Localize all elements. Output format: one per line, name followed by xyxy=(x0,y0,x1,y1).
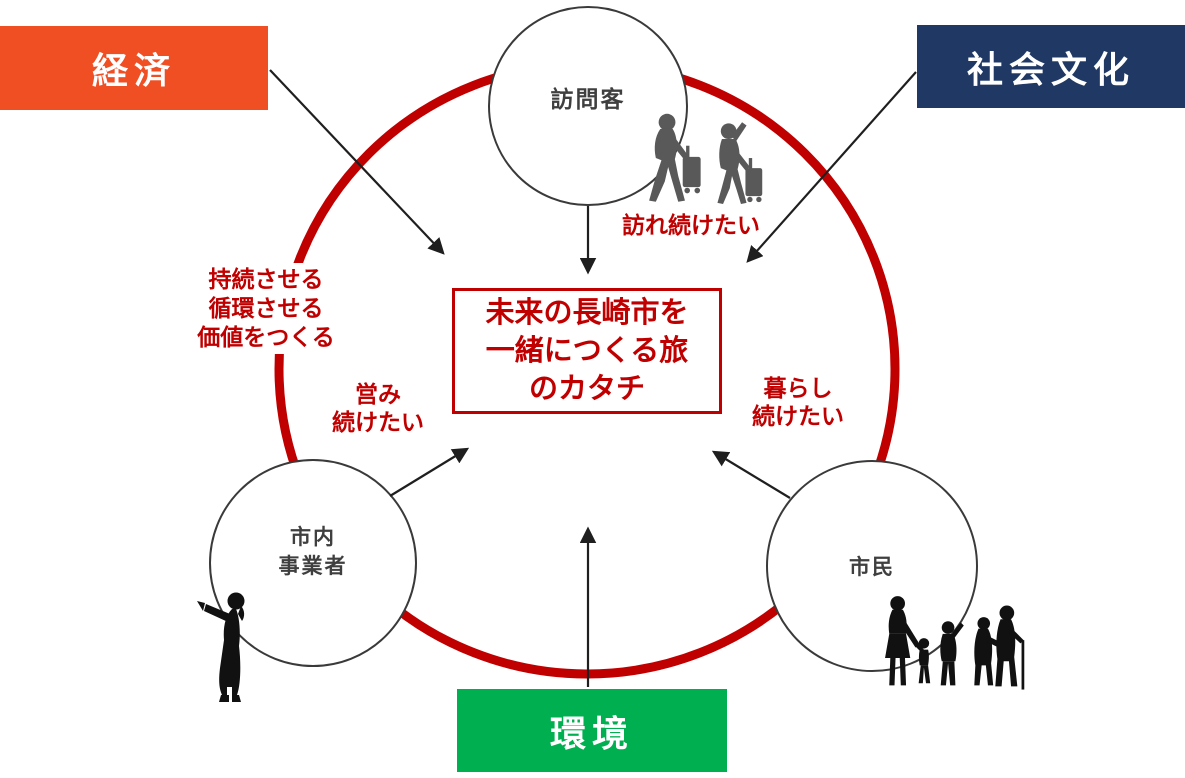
business-woman-icon xyxy=(197,592,245,702)
economy-box: 経済 xyxy=(0,26,268,110)
citizens-wish: 暮らし 続けたい xyxy=(698,374,898,430)
environment-label: 環境 xyxy=(549,712,634,754)
arrow-businesses-to-center xyxy=(389,447,470,497)
economy-label: 経済 xyxy=(91,50,176,91)
visitors-label: 訪問客 xyxy=(550,86,626,112)
arrow-social-culture-to-center xyxy=(746,71,917,263)
businesses-wish-line: 営み xyxy=(355,381,401,407)
center-message-line: 一緒につくる旅 xyxy=(485,335,689,367)
center-message-box: 未来の長崎市を 一緒につくる旅 のカタチ xyxy=(452,288,722,414)
center-message-line: のカタチ xyxy=(528,373,645,405)
businesses-wish-line: 続けたい xyxy=(332,409,424,435)
businesses-wish: 営み 続けたい xyxy=(278,380,478,436)
local-businesses-label-line: 市内 xyxy=(290,526,336,549)
environment-box: 環境 xyxy=(457,689,727,772)
local-businesses-circle xyxy=(209,459,417,667)
local-businesses-label: 市内 事業者 xyxy=(213,523,413,581)
citizens-circle xyxy=(766,460,978,672)
center-message-line: 未来の長崎市を xyxy=(485,297,689,329)
travelers-icon xyxy=(649,113,763,204)
social-culture-label: 社会文化 xyxy=(966,48,1135,90)
arrow-economy-to-center xyxy=(269,69,445,255)
local-businesses-label-line: 事業者 xyxy=(278,555,348,578)
arrow-citizens-to-center xyxy=(711,450,791,499)
ring-goals-line: 価値をつくる xyxy=(197,324,335,350)
citizens-wish-line: 暮らし xyxy=(763,375,833,401)
ring-goals-label: 持続させる 循環させる 価値をつくる xyxy=(168,263,364,354)
family-icon xyxy=(885,596,1025,690)
citizens-wish-line: 続けたい xyxy=(752,403,844,429)
citizens-label: 市民 xyxy=(849,556,895,579)
social-culture-box: 社会文化 xyxy=(917,25,1185,108)
ring-goals-line: 持続させる xyxy=(208,266,324,292)
visitors-wish: 訪れ続けたい xyxy=(622,212,760,238)
visitors-circle xyxy=(488,6,688,206)
ring-goals-line: 循環させる xyxy=(208,295,324,321)
